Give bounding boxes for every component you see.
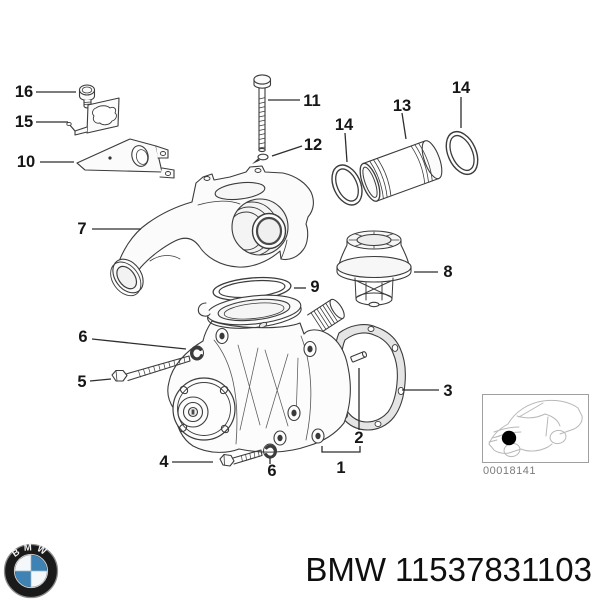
leader-14a (344, 132, 348, 163)
callout-9: 9 (310, 278, 319, 296)
callout-labels: 16 15 10 7 11 12 13 14 14 8 9 6 5 4 6 2 … (15, 79, 471, 480)
part-6-washer-upper-drawing (190, 345, 204, 361)
logo-quadrant-nw (15, 555, 31, 571)
callout-7: 7 (77, 220, 86, 238)
callout-5: 5 (77, 373, 86, 391)
callout-10: 10 (17, 153, 35, 171)
part-1-water-pump-drawing (167, 294, 351, 453)
part-location-dot (501, 430, 517, 446)
leader-5 (89, 378, 112, 382)
part-16-bolt-drawing (78, 84, 96, 109)
callout-8: 8 (443, 263, 452, 281)
part-5-bolt-drawing (111, 355, 191, 382)
leader-bracket-1 (321, 446, 361, 453)
leader-12 (271, 145, 303, 157)
callout-11: 11 (303, 92, 320, 110)
part-15-plate-drawing (66, 97, 120, 136)
part-13-pipe-drawing (359, 140, 443, 202)
part-10-bracket-drawing (76, 138, 175, 179)
part-number: 11537831103 (395, 551, 592, 588)
callout-14b: 14 (452, 79, 471, 97)
part-8-thermostat-drawing (336, 230, 412, 308)
callout-6a: 6 (78, 328, 87, 346)
callout-14a: 14 (335, 116, 354, 134)
part-4-bolt-drawing (219, 449, 263, 467)
inset-code: 00018141 (483, 465, 536, 477)
callout-12: 12 (304, 136, 322, 154)
part-14-oring-right-drawing (445, 130, 479, 176)
part-7-thermostat-housing-drawing (110, 165, 314, 297)
part-12-seal-drawing (252, 153, 269, 164)
part-11-bolt-drawing (253, 74, 272, 153)
part-2-pin-drawing (350, 351, 368, 363)
callout-16: 16 (15, 83, 33, 101)
callout-13: 13 (393, 97, 411, 115)
leader-13 (401, 112, 407, 140)
callout-2: 2 (354, 429, 363, 447)
logo-quadrant-se (31, 571, 47, 587)
callout-1: 1 (336, 459, 345, 477)
callout-3: 3 (443, 382, 452, 400)
part-14-oring-left-drawing (331, 164, 363, 206)
brand-label: BMW (305, 551, 387, 588)
bmw-logo: BMW (3, 542, 59, 599)
leader-lines (36, 91, 462, 464)
logo-quadrant-ne (31, 555, 47, 571)
callout-6b: 6 (267, 462, 276, 480)
logo-quadrant-sw (15, 571, 31, 587)
callout-15: 15 (15, 113, 33, 131)
callout-4: 4 (159, 453, 169, 471)
leader-6a (91, 338, 187, 350)
car-location-inset: 00018141 (482, 394, 589, 477)
